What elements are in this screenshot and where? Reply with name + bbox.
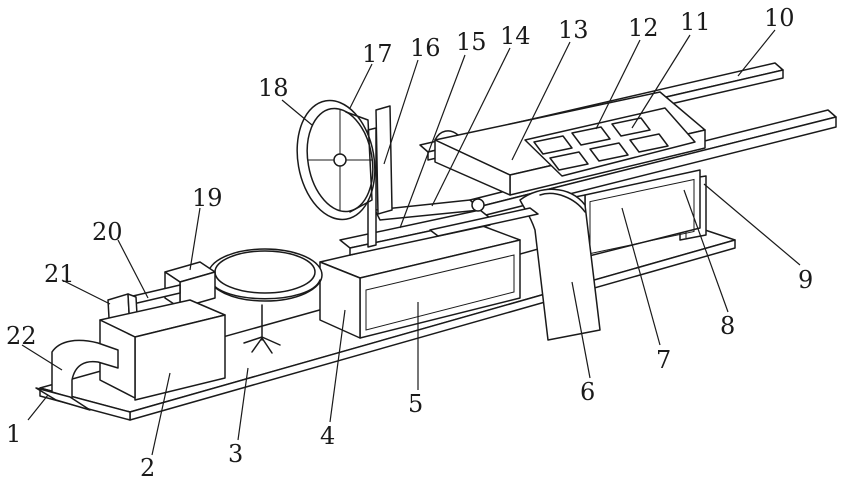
callout-7: 7 [656,346,671,374]
callout-14: 14 [500,22,531,50]
leader-20 [118,240,148,298]
callout-2: 2 [140,454,155,482]
callout-6: 6 [580,378,595,406]
callout-12: 12 [628,14,659,42]
callout-4: 4 [320,422,335,450]
callout-13: 13 [558,16,589,44]
callout-9: 9 [798,266,813,294]
callout-16: 16 [410,34,441,62]
callout-22: 22 [6,322,37,350]
callout-8: 8 [720,312,735,340]
callout-15: 15 [456,28,487,56]
leader-1 [28,395,48,420]
callout-5: 5 [408,390,423,418]
leader-17 [350,64,372,108]
callout-11: 11 [680,8,711,36]
callout-17: 17 [362,40,393,68]
callout-18: 18 [258,74,289,102]
callout-10: 10 [764,4,795,32]
callout-1: 1 [6,420,21,448]
callout-3: 3 [228,440,243,468]
callout-20: 20 [92,218,123,246]
callout-19: 19 [192,184,223,212]
leader-19 [190,208,200,270]
callout-21: 21 [44,260,75,288]
